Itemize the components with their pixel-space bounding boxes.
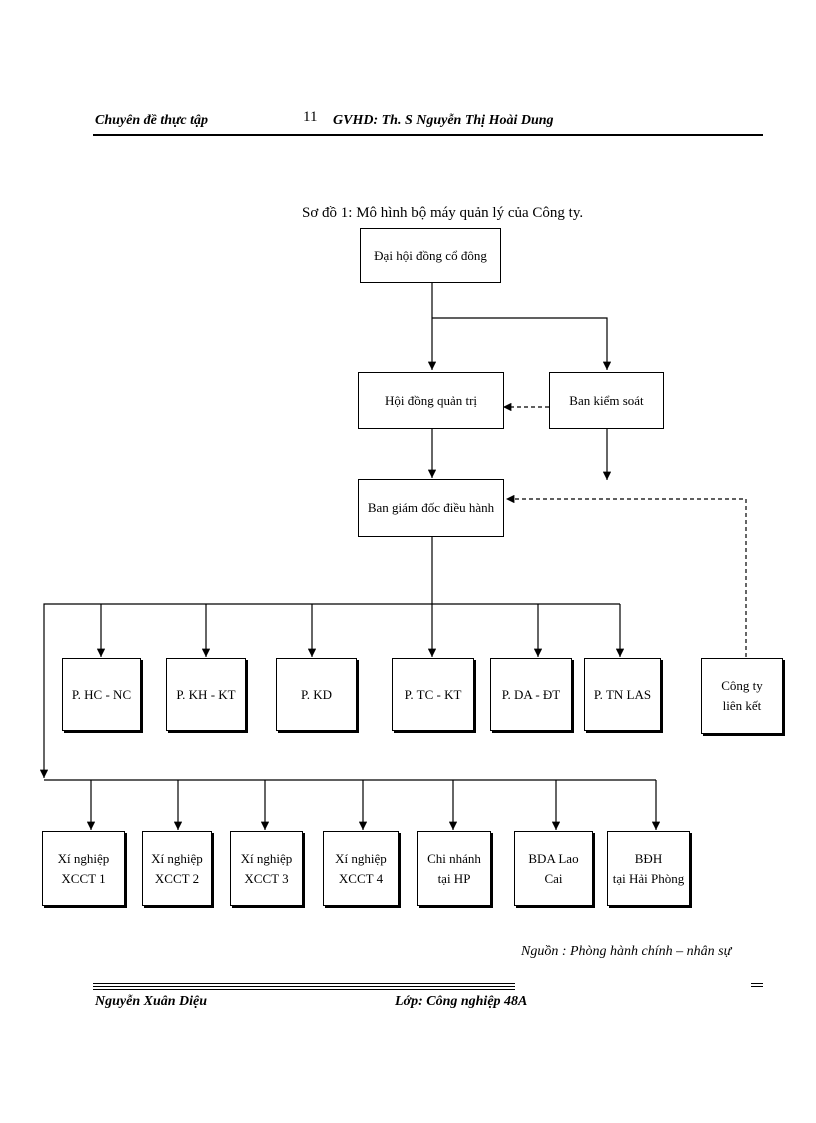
header-rule [93,134,763,136]
node-xcct4: Xí nghiệp XCCT 4 [323,831,399,906]
node-xcct3: Xí nghiệp XCCT 3 [230,831,303,906]
header-left: Chuyên đề thực tập [95,113,209,128]
node-dept-da-dt: P. DA - ĐT [490,658,572,731]
mark-dash-1 [751,983,763,984]
header-supervisor: GVHD: Th. S Nguyễn Thị Hoài Dung [333,113,554,128]
node-board: Hội đồng quản trị [358,372,504,429]
node-xcct2: Xí nghiệp XCCT 2 [142,831,212,906]
edge-shareholders-supervisory [432,317,612,370]
diagram-title: Sơ đồ 1: Mô hình bộ máy quản lý của Công… [302,205,584,221]
node-executive: Ban giám đốc điều hành [358,479,504,537]
footer-rule-2 [93,986,515,987]
edge-affiliate-executive [506,494,747,657]
footer-rule-1 [93,983,515,984]
footer-author: Nguyễn Xuân Diệu [95,994,208,1009]
node-affiliate: Công ty liên kết [701,658,783,734]
footer-rule-3 [93,989,515,990]
footer-class: Lớp: Công nghiệp 48A [395,994,528,1009]
page-number: 11 [303,109,318,125]
node-branch-hp: Chi nhánh tại HP [417,831,491,906]
node-dept-kd: P. KD [276,658,357,731]
diagram-source: Nguồn : Phòng hành chính – nhân sự [521,944,732,959]
node-dept-hc-nc: P. HC - NC [62,658,141,731]
node-dept-kh-kt: P. KH - KT [166,658,246,731]
node-shareholders: Đại hội đồng cổ đông [360,228,501,283]
node-dept-tn-las: P. TN LAS [584,658,661,731]
node-dept-tc-kt: P. TC - KT [392,658,474,731]
edge-department-bus [39,603,620,778]
mark-dash-2 [751,986,763,987]
node-supervisory: Ban kiểm soát [549,372,664,429]
node-bdh-haiphong: BĐH tại Hải Phòng [607,831,690,906]
node-xcct1: Xí nghiệp XCCT 1 [42,831,125,906]
node-bda-laocai: BDA Lao Cai [514,831,593,906]
